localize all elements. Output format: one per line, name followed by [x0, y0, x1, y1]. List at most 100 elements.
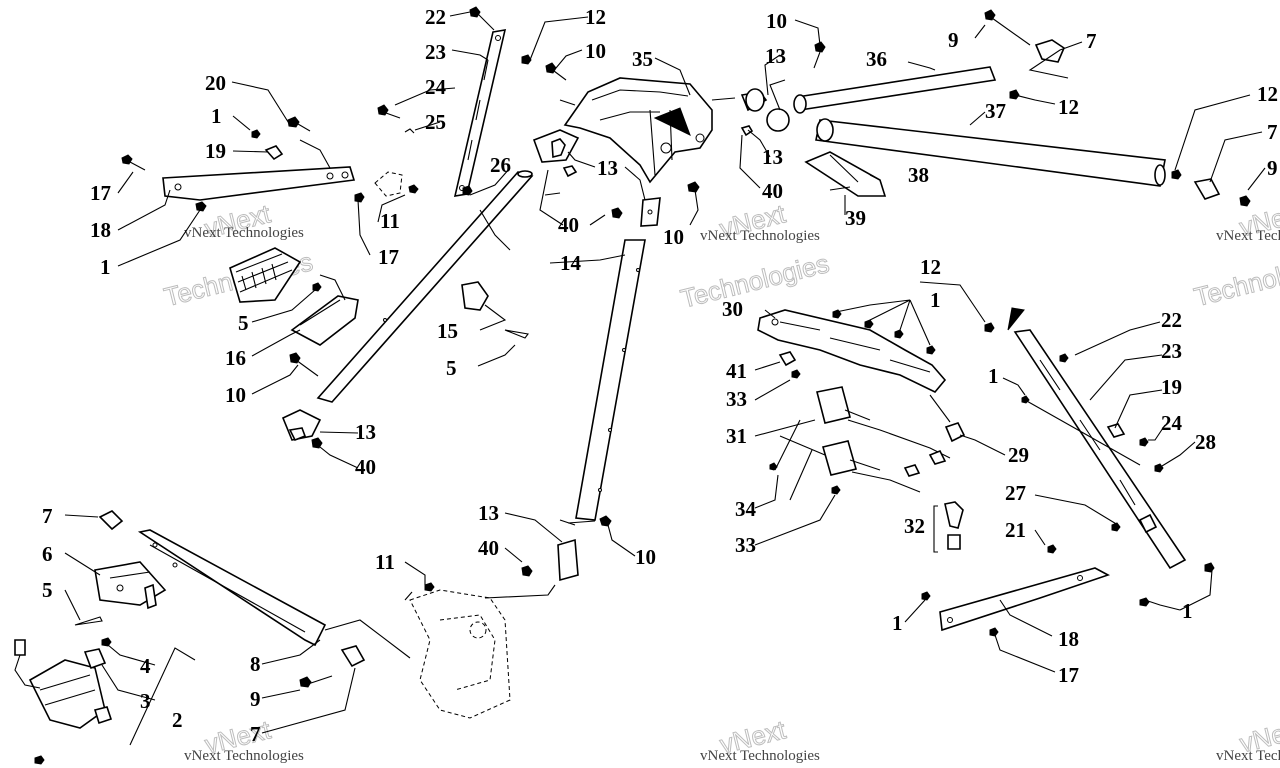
callout-19: 19 — [1161, 375, 1182, 399]
callout-5: 5 — [238, 311, 249, 335]
actuator-31-b — [822, 440, 857, 476]
callout-29: 29 — [1008, 443, 1029, 467]
callout-11: 11 — [380, 209, 400, 233]
callout-38: 38 — [908, 163, 929, 187]
callout-6: 6 — [42, 542, 53, 566]
callout-13: 13 — [355, 420, 376, 444]
callout-1: 1 — [1182, 599, 1193, 623]
callout-40: 40 — [762, 179, 783, 203]
callout-17: 17 — [1058, 663, 1079, 687]
callout-16: 16 — [225, 346, 246, 370]
watermark-line1: vNext Technologies — [1216, 748, 1280, 764]
watermark-line2: Technologies — [1191, 246, 1280, 312]
callout-7: 7 — [1267, 120, 1278, 144]
cover-16 — [290, 295, 359, 346]
callout-13: 13 — [478, 501, 499, 525]
callout-24: 24 — [425, 75, 447, 99]
callout-8: 8 — [250, 652, 261, 676]
callout-15: 15 — [437, 319, 458, 343]
clip-38 — [804, 151, 887, 197]
callout-7: 7 — [1086, 29, 1097, 53]
callout-12: 12 — [1058, 95, 1079, 119]
callout-34: 34 — [735, 497, 757, 521]
callout-39: 39 — [845, 206, 866, 230]
callout-12: 12 — [920, 255, 941, 279]
callout-41: 41 — [726, 359, 747, 383]
bar-8 — [137, 529, 327, 647]
callout-20: 20 — [205, 71, 226, 95]
fuse-block — [229, 247, 302, 303]
callout-18: 18 — [1058, 627, 1079, 651]
callout-36: 36 — [866, 47, 887, 71]
tube-36 — [796, 66, 997, 111]
callout-5: 5 — [42, 578, 53, 602]
crossmember-30 — [757, 309, 947, 393]
watermark-line1: vNext Technologies — [184, 748, 304, 764]
callout-19: 19 — [205, 139, 226, 163]
callout-23: 23 — [425, 40, 446, 64]
callout-27: 27 — [1005, 481, 1026, 505]
callout-30: 30 — [722, 297, 743, 321]
callout-10: 10 — [635, 545, 656, 569]
callout-13: 13 — [597, 156, 618, 180]
callout-37: 37 — [985, 99, 1006, 123]
part-drawings — [14, 6, 1251, 765]
callout-1: 1 — [211, 104, 222, 128]
callout-12: 12 — [585, 5, 606, 29]
callout-14: 14 — [560, 251, 582, 275]
callout-10: 10 — [585, 39, 606, 63]
callout-17: 17 — [378, 245, 399, 269]
callout-9: 9 — [948, 28, 959, 52]
frame-detail — [404, 582, 556, 719]
callout-1: 1 — [892, 611, 903, 635]
callout-12: 12 — [1257, 82, 1278, 106]
callout-24: 24 — [1161, 411, 1183, 435]
callout-9: 9 — [1267, 156, 1278, 180]
motor-assembly — [28, 659, 106, 729]
callout-25: 25 — [425, 110, 446, 134]
watermark-line2: Technologies — [678, 248, 833, 314]
callout-1: 1 — [988, 364, 999, 388]
callout-9: 9 — [250, 687, 261, 711]
callout-2: 2 — [172, 708, 183, 732]
callout-33: 33 — [735, 533, 756, 557]
callout-10: 10 — [663, 225, 684, 249]
callout-13: 13 — [765, 44, 786, 68]
callout-7: 7 — [42, 504, 53, 528]
callout-22: 22 — [425, 5, 446, 29]
watermark-line1: vNext Technologies — [700, 228, 820, 244]
tube-14 — [316, 171, 534, 403]
callout-23: 23 — [1161, 339, 1182, 363]
bracket-18-lower — [939, 567, 1110, 632]
callout-10: 10 — [766, 9, 787, 33]
callout-35: 35 — [632, 47, 653, 71]
callout-10: 10 — [225, 383, 246, 407]
callout-28: 28 — [1195, 430, 1216, 454]
callout-40: 40 — [558, 213, 579, 237]
leader-lines — [64, 11, 1266, 734]
callout-13: 13 — [762, 145, 783, 169]
callout-4: 4 — [140, 654, 151, 678]
callout-7: 7 — [250, 722, 261, 746]
callout-5: 5 — [446, 356, 457, 380]
callout-1: 1 — [100, 255, 111, 279]
callout-18: 18 — [90, 218, 111, 242]
watermark-line1: vNext Technologies — [700, 748, 820, 764]
callout-1: 1 — [930, 288, 941, 312]
bar-23-right — [1013, 329, 1187, 570]
callout-3: 3 — [140, 689, 151, 713]
watermark-line1: vNext Technologies — [184, 225, 304, 241]
column-head-35 — [563, 77, 713, 184]
actuator-31-a — [816, 386, 851, 424]
callout-21: 21 — [1005, 518, 1026, 542]
clamp-13-bottom — [557, 538, 579, 582]
callout-32: 32 — [904, 514, 925, 538]
callout-40: 40 — [478, 536, 499, 560]
callout-26: 26 — [490, 153, 511, 177]
callout-40: 40 — [355, 455, 376, 479]
callout-11: 11 — [375, 550, 395, 574]
bracket-18-upper — [162, 166, 356, 201]
callout-labels: 1 19 20 17 18 1 11 17 5 16 10 13 40 22 2… — [42, 5, 1278, 746]
callout-31: 31 — [726, 424, 747, 448]
